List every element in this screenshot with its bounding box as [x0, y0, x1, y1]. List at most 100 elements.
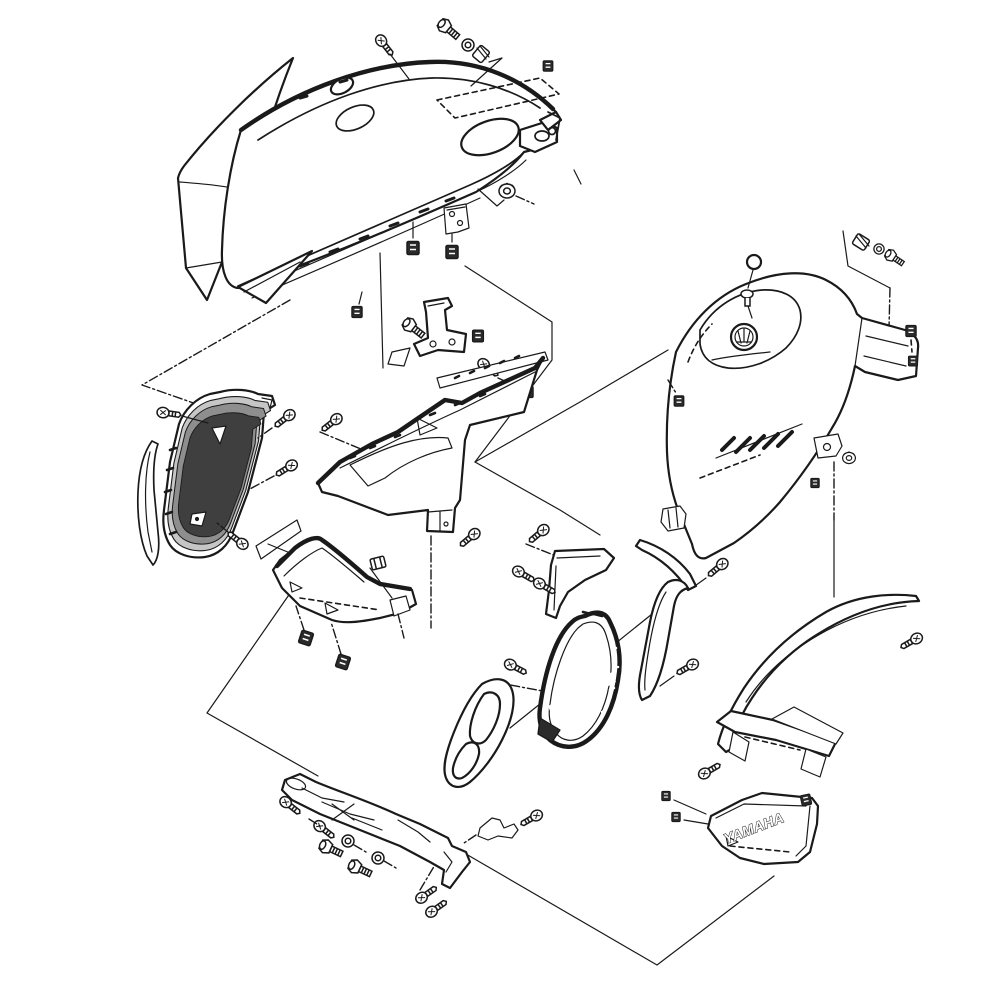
speed-nut-clip	[406, 240, 420, 256]
scoop-trim-strip	[136, 440, 160, 566]
panel-screw	[456, 525, 483, 551]
fuel-tank-cover-group	[660, 233, 920, 560]
tray-details	[715, 803, 811, 857]
rail-bolt	[316, 836, 346, 862]
tank-clip	[905, 324, 917, 338]
tray-clip	[671, 811, 681, 823]
rear-carrier-bracket	[715, 706, 844, 778]
scoop-screw-leader	[257, 427, 273, 439]
vent-bracket-inner	[553, 555, 601, 611]
rail-screw	[422, 896, 451, 921]
under-rail-trusses	[285, 777, 453, 873]
lower-panel-clip	[297, 629, 315, 647]
clip-leader	[358, 291, 363, 305]
set-collar	[471, 44, 491, 64]
panel-screw-leader	[525, 543, 557, 557]
panel-strip	[436, 351, 549, 389]
side-trim-blade	[634, 538, 698, 592]
tank-left-bracket	[660, 505, 687, 532]
tank-bolt-collar-set	[851, 233, 907, 270]
decal-sticker	[255, 519, 302, 560]
mesh-area	[548, 621, 612, 741]
stay-bracket-holes	[427, 302, 456, 348]
panel-screw	[525, 521, 552, 547]
stay-dart-clip	[387, 347, 411, 367]
scoop-screw-leader	[247, 475, 275, 491]
mesh-frame-details	[537, 610, 620, 743]
grommet-cowling	[498, 182, 516, 199]
panel-screw	[704, 555, 731, 581]
lower-panel-details	[283, 547, 411, 639]
tank-clip	[673, 395, 685, 407]
blade-inner	[745, 605, 907, 703]
scoop-screw-leader	[215, 521, 229, 533]
headlight-stay-bracket	[412, 296, 468, 358]
scoop-screw	[272, 457, 301, 481]
cowling-top-fasteners	[372, 15, 554, 207]
tray-clip	[661, 790, 671, 802]
tick-mark	[573, 169, 582, 185]
bracket-screw	[517, 807, 546, 830]
tank-clip-leader	[667, 379, 677, 394]
mesh-vent-frame	[537, 610, 622, 749]
tray-clip-leaders	[673, 799, 709, 825]
tank-clip	[907, 355, 919, 367]
dome-bolt-leader	[747, 269, 754, 319]
speed-nut-clip	[445, 244, 459, 260]
rail-washer	[341, 834, 355, 848]
vent-screw	[501, 656, 530, 679]
panel-screw	[318, 410, 346, 436]
group-line-bottom-v	[465, 853, 775, 966]
group-line-bottom-left	[206, 588, 319, 777]
clip-leader	[330, 621, 342, 655]
bolt-leader	[389, 53, 410, 80]
cowling-bolt	[372, 31, 398, 59]
under-rail-group	[276, 772, 546, 921]
edge-clip	[351, 305, 363, 319]
panel-top-edge	[315, 355, 546, 486]
scoop-details	[163, 397, 273, 536]
screw-leader	[691, 577, 707, 589]
group-line-lower-arm	[474, 461, 601, 536]
side-trim-group	[634, 538, 731, 702]
rear-tray-yamaha: YAMAHA	[661, 790, 820, 866]
rail-end-bracket	[463, 807, 546, 844]
scoop-screw-leader	[181, 415, 209, 424]
tank-grommet	[841, 451, 857, 465]
lower-panel-group	[255, 519, 418, 671]
lower-panel-clip	[334, 653, 352, 671]
tank-lower-bracket	[810, 433, 857, 489]
scoop-screw	[155, 405, 183, 421]
inner-side-panel-group	[315, 351, 557, 557]
scoop-screw	[271, 406, 299, 432]
rail-washer	[371, 851, 385, 865]
tank-emblem	[729, 322, 759, 352]
group-line-upper-arm	[474, 349, 669, 463]
front-upper-cowling	[220, 59, 563, 319]
tray-clip	[799, 793, 813, 807]
inner-panel-details	[339, 371, 536, 532]
stay-bolt	[399, 314, 429, 342]
narrow-side-panel	[637, 578, 690, 702]
rail-bolt	[345, 856, 375, 882]
side-scoop-group	[136, 388, 369, 566]
lower-panel-edge	[274, 535, 413, 592]
rear-group: YAMAHA	[661, 593, 926, 866]
screw-leader	[659, 675, 675, 687]
rail-screw	[412, 882, 441, 907]
tank-flange-nut	[740, 289, 754, 307]
panel-screw	[673, 656, 702, 679]
set-bolt	[434, 15, 463, 44]
bracket-leader	[463, 834, 477, 844]
tank-clip	[810, 477, 820, 489]
group-line-vertical	[379, 252, 384, 369]
blade-screw	[897, 630, 926, 653]
vent-group	[443, 547, 622, 788]
blade-screw	[695, 759, 724, 782]
clip-nut	[369, 555, 387, 571]
under-rail	[280, 772, 472, 890]
grommet-leaders	[477, 188, 535, 207]
group-line-tank-box	[842, 230, 891, 289]
mesh-band	[548, 672, 616, 716]
